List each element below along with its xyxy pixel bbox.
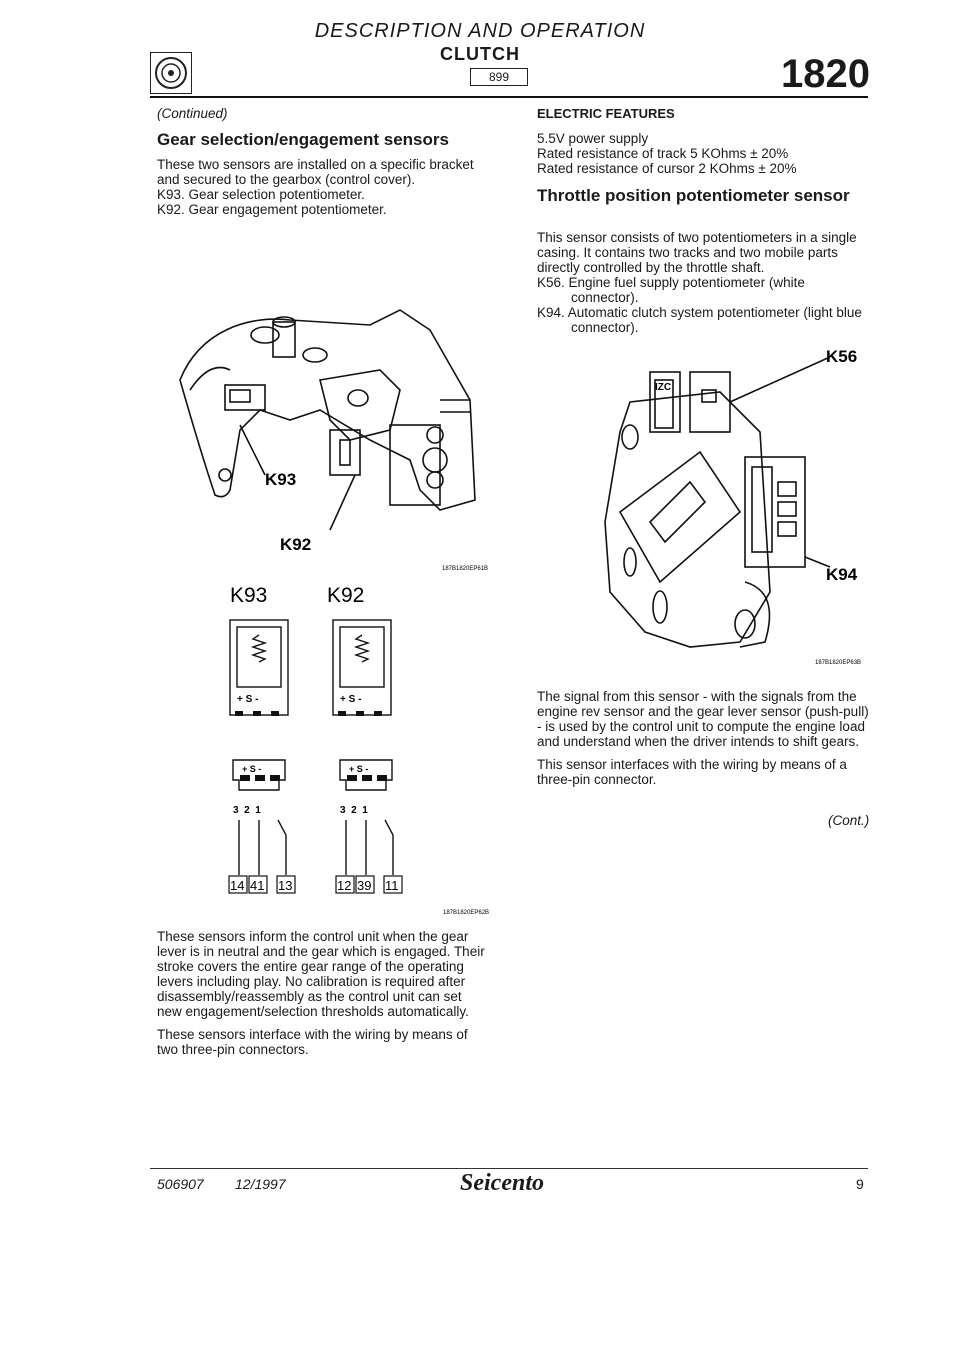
fiat-logo-icon [150,52,192,94]
right-para1: The signal from this sensor - with the s… [537,689,869,749]
right-para2: This sensor interfaces with the wiring b… [537,757,847,787]
sensor-wiring-schematic: K93 K92 + S - + S - + S - + S - 3 2 1 3 … [228,584,489,916]
fig3-label-k94: K94 [826,565,858,584]
fig1-label-k93: K93 [265,470,296,489]
schematic-title-k92: K92 [327,584,364,607]
terminal-11: 11 [385,878,399,893]
fig1-code: 187B1820EP61B [442,566,488,572]
throttle-item-k56: K56. Engine fuel supply potentiometer (w… [537,275,805,305]
left-item-k92: K92. Gear engagement potentiometer. [157,202,387,217]
left-item-k93: K93. Gear selection potentiometer. [157,187,365,202]
left-intro-block: These two sensors are installed on a spe… [157,157,490,217]
fig3-code: 187B1820EP63B [815,660,861,666]
connector-pins-k92: + S - [349,764,368,774]
cont-label: (Cont.) [828,813,870,828]
right-body: The signal from this sensor - with the s… [537,689,870,787]
terminal-39: 39 [357,878,371,893]
pin-numbers-k92: 3 2 1 [340,805,368,816]
electric-features-heading: ELECTRIC FEATURES [537,106,675,121]
footer-doc-number: 506907 [157,1176,204,1192]
left-para2: These sensors interface with the wiring … [157,1027,468,1057]
throttle-intro: This sensor consists of two potentiomete… [537,230,857,275]
section-title: DESCRIPTION AND OPERATION [314,20,646,42]
feature-1: 5.5V power supply [537,131,649,146]
connector-pins-k93: + S - [242,764,261,774]
fig1-label-k92: K92 [280,535,311,554]
footer-rule [150,1168,868,1169]
connector-mark-icon: IZC [655,382,671,393]
schematic-pins-k92: + S - [340,694,361,705]
fig3-label-k56: K56 [826,347,857,366]
left-heading: Gear selection/engagement sensors [157,130,449,149]
throttle-sensor-figure: IZC K56 K94 187B1820EP63B [604,347,861,666]
feature-3: Rated resistance of cursor 2 KOhms ± 20% [537,161,797,176]
schematic-title-k93: K93 [230,584,267,607]
schematic-pins-k93: + S - [237,694,258,705]
features-list: 5.5V power supply Rated resistance of tr… [537,131,870,176]
fig2-code: 187B1820EP62B [443,910,489,916]
terminal-12: 12 [337,878,351,893]
pin-numbers-k93: 3 2 1 [233,805,261,816]
left-para1: These sensors inform the control unit wh… [157,929,485,1019]
header-rule [150,96,868,98]
terminal-41: 41 [250,878,264,893]
footer-brand: Seicento [460,1170,544,1196]
terminal-14: 14 [230,878,244,893]
continued-label: (Continued) [157,106,228,121]
left-body: These sensors inform the control unit wh… [157,929,490,1057]
page-code: 1820 [781,52,870,96]
gear-sensor-bracket-figure: K93 K92 187B1820EP61B [179,309,488,572]
throttle-heading: Throttle position potentiometer sensor [537,186,850,205]
code-box: 899 [470,68,528,86]
left-intro: These two sensors are installed on a spe… [157,157,474,187]
throttle-item-k94: K94. Automatic clutch system potentiomet… [537,305,862,335]
throttle-intro-block: This sensor consists of two potentiomete… [537,230,870,335]
subsection-title: CLUTCH [440,44,520,64]
footer-page-number: 9 [856,1176,864,1192]
feature-2: Rated resistance of track 5 KOhms ± 20% [537,146,789,161]
terminal-13: 13 [278,878,292,893]
footer-date: 12/1997 [235,1176,286,1192]
